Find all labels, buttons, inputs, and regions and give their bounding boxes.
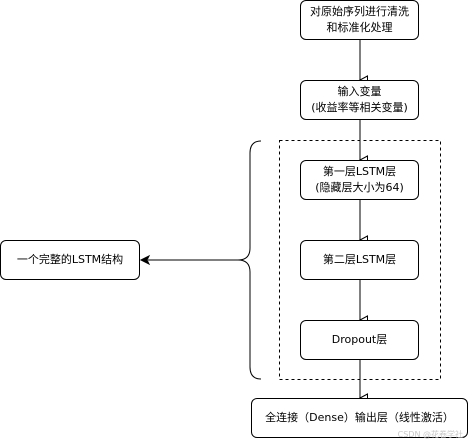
curly-brace [237,140,262,380]
preprocess-node: 对原始序列进行清洗 和标准化处理 [300,0,419,40]
input-node: 输入变量 (收益率等相关变量) [300,80,419,120]
output-node: 全连接（Dense）输出层（线性激活） [251,398,468,438]
lstm1-node: 第一层LSTM层 (隐藏层大小为64) [300,160,419,200]
full-structure-label: 一个完整的LSTM结构 [0,240,140,280]
lstm2-node: 第二层LSTM层 [300,240,419,280]
watermark: CSDN @花卷学社 [397,430,463,439]
arrowhead-filled-icon [139,254,151,266]
dropout-node: Dropout层 [300,320,419,360]
